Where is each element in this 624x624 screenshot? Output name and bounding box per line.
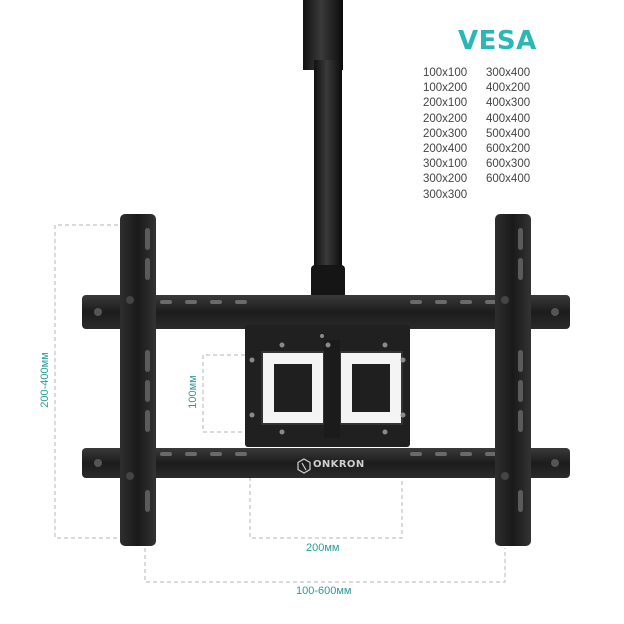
vesa-size: 200x300 xyxy=(423,127,468,140)
vesa-title: VESA xyxy=(458,26,537,56)
dimension-guides xyxy=(54,224,506,583)
dimension-label-horizontal-inner: 200мм xyxy=(306,542,340,554)
dimension-label-horizontal-outer: 100-600мм xyxy=(296,585,352,597)
vesa-size: 300x300 xyxy=(423,188,468,201)
vesa-size: 100x100 xyxy=(423,67,468,79)
ceiling-pole xyxy=(303,0,345,300)
horizontal-rails xyxy=(82,295,570,478)
vesa-size: 400x300 xyxy=(486,97,531,110)
vesa-size: 100x200 xyxy=(423,82,468,95)
vesa-size: 600x300 xyxy=(486,158,531,171)
vesa-size: 600x200 xyxy=(486,143,531,156)
center-plate xyxy=(245,325,410,447)
vesa-size: 200x400 xyxy=(423,143,468,156)
onkron-logo-icon xyxy=(297,458,311,474)
vesa-size: 400x200 xyxy=(486,82,531,95)
vesa-sizes-column-1: 100x100 100x200 200x100 200x200 200x300 … xyxy=(423,66,467,203)
vesa-size: 300x200 xyxy=(423,173,468,186)
vesa-sizes-column-2: 300x400 400x200 400x300 400x400 500x400 … xyxy=(486,66,530,188)
vertical-arms xyxy=(120,214,531,546)
dimension-label-vertical-outer: 200-400мм xyxy=(39,352,51,408)
dimension-label-vertical-inner: 100мм xyxy=(187,375,199,409)
vesa-size: 400x400 xyxy=(486,112,531,125)
vesa-size: 200x100 xyxy=(423,97,468,110)
vesa-size: 500x400 xyxy=(486,127,531,140)
vesa-size: 300x100 xyxy=(423,158,468,171)
vesa-size: 300x400 xyxy=(486,67,531,79)
onkron-logo-text: ONKRON xyxy=(313,459,365,470)
vesa-size: 200x200 xyxy=(423,112,468,125)
vesa-size: 600x400 xyxy=(486,173,531,186)
